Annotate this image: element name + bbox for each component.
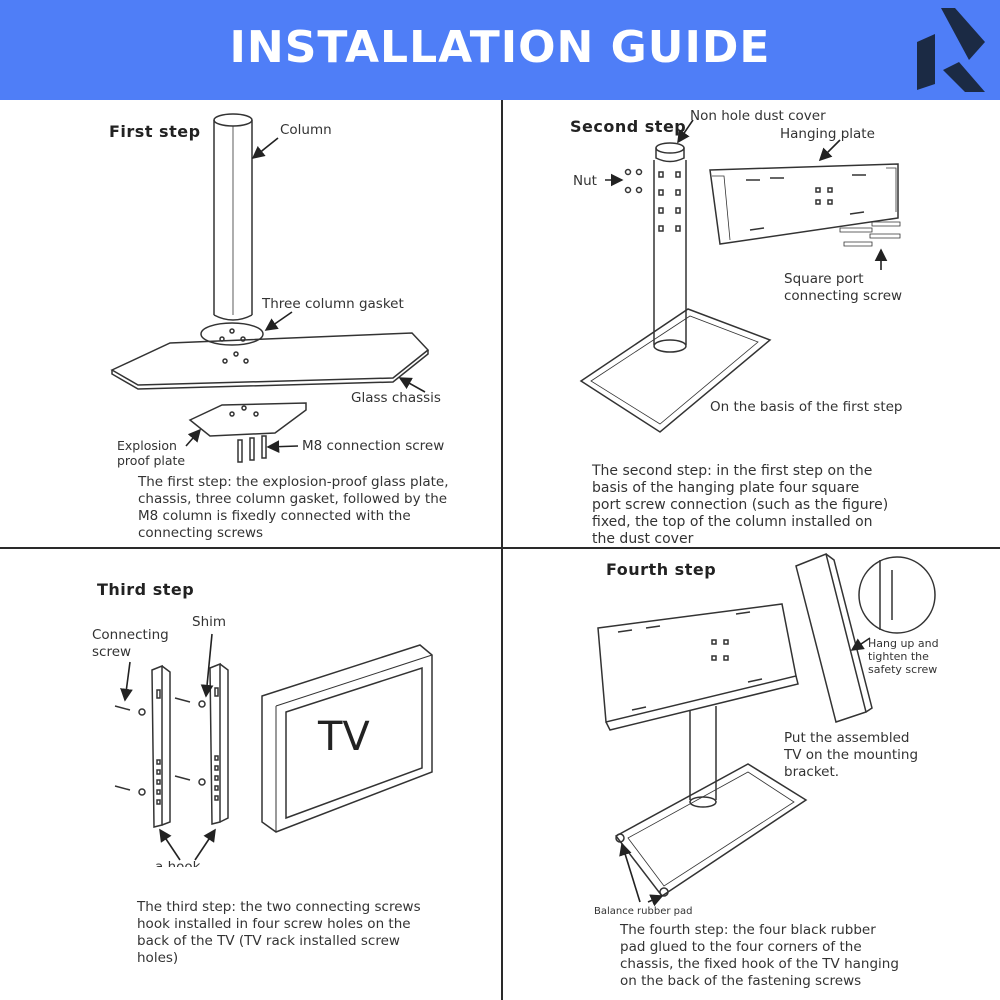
explosion-proof-plate-drawing <box>190 403 306 436</box>
step4-description: The fourth step: the four black rubber p… <box>620 922 899 989</box>
vertical-divider <box>501 100 503 1000</box>
step2-description: The second step: in the first step on th… <box>592 463 889 547</box>
plate-label: Explosion proof plate <box>117 438 186 468</box>
page-title: INSTALLATION GUIDE <box>229 22 771 73</box>
column-drawing <box>690 706 716 807</box>
tv-label: TV <box>318 714 370 760</box>
horizontal-divider <box>0 547 1000 549</box>
column-label: Column <box>280 122 332 138</box>
dust-cover-label: Non hole dust cover <box>690 108 826 124</box>
rubber-pad-label: Balance rubber pad <box>594 906 693 917</box>
detail-circle-drawing <box>859 557 935 633</box>
base-plate-drawing <box>616 764 806 896</box>
step1-illustration <box>112 114 428 462</box>
column-drawing <box>214 114 252 320</box>
right-bracket-drawing <box>210 664 228 824</box>
gasket-drawing <box>201 323 263 345</box>
header-banner: INSTALLATION GUIDE <box>0 0 1000 100</box>
left-bracket-drawing <box>152 666 170 827</box>
screw-label: M8 connection screw <box>302 438 445 454</box>
brand-logo-icon <box>917 8 985 92</box>
step3-pointers <box>120 634 216 860</box>
step3-description: The third step: the two connecting screw… <box>137 899 421 966</box>
hanging-plate-drawing <box>598 604 798 730</box>
m8-screws-drawing <box>238 436 266 462</box>
screws-shims-drawing <box>115 698 205 795</box>
column-drawing <box>654 143 686 352</box>
nuts-drawing <box>626 170 642 193</box>
shim-label: Shim <box>192 614 227 630</box>
nut-label: Nut <box>573 173 597 189</box>
square-port-screws-drawing <box>840 222 900 246</box>
chassis-label: Glass chassis <box>351 390 441 406</box>
step3-title: Third step <box>97 580 195 599</box>
gasket-label: Three column gasket <box>262 296 404 312</box>
step4-title: Fourth step <box>606 560 717 579</box>
hanging-plate-drawing <box>710 164 898 244</box>
put-tv-label: Put the assembled TV on the mounting bra… <box>784 730 919 780</box>
square-port-label: Square port connecting screw <box>784 271 903 304</box>
step1-title: First step <box>109 122 201 141</box>
tv-side-drawing <box>796 554 872 722</box>
connecting-screw-label: Connecting screw <box>92 627 169 660</box>
hanging-plate-label: Hanging plate <box>780 126 875 142</box>
step4-illustration <box>598 554 935 907</box>
hook-label: a hook <box>155 859 201 867</box>
hang-up-label: Hang up and tighten the safety screw <box>868 637 939 676</box>
step1-description: The first step: the explosion-proof glas… <box>138 474 449 541</box>
step3-illustration <box>115 634 432 860</box>
step2-title: Second step <box>570 117 687 136</box>
glass-chassis-drawing <box>112 333 428 389</box>
basis-label: On the basis of the first step <box>710 399 903 415</box>
